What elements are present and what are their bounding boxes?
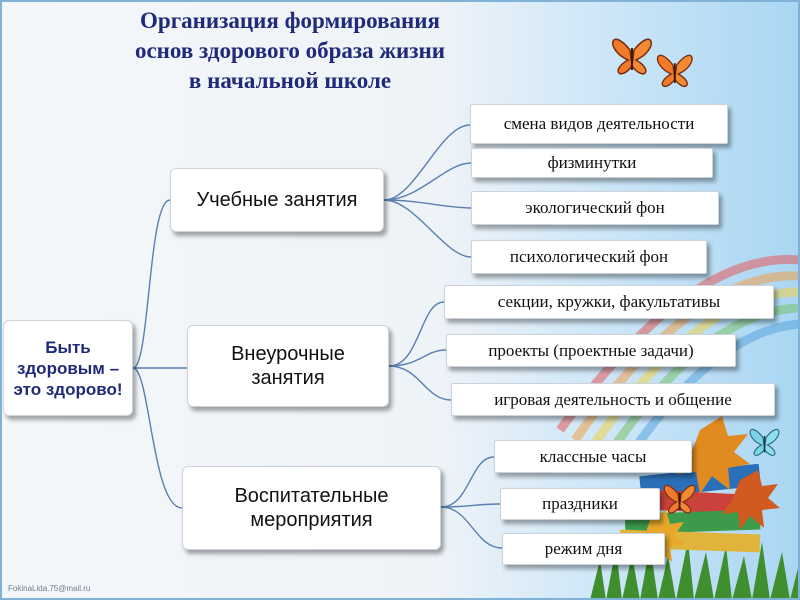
root-line-3: это здорово!: [13, 379, 123, 399]
item-box: игровая деятельность и общение: [451, 383, 775, 416]
category-box-study-lessons: Учебные занятия: [170, 168, 384, 232]
connector-cat1-item4: [383, 199, 472, 258]
connector-cat3-item3: [440, 506, 503, 549]
connector-cat1-item1: [383, 124, 471, 201]
root-box: Быть здоровым – это здорово!: [3, 320, 133, 416]
item-box: физминутки: [471, 148, 713, 178]
item-box: режим дня: [502, 533, 665, 565]
title-line-2: основ здорового образа жизни: [134, 38, 446, 63]
item-label: классные часы: [539, 446, 647, 466]
connector-cat1-item2: [383, 162, 472, 201]
item-box: классные часы: [494, 440, 692, 473]
butterfly-icon: [612, 38, 652, 75]
item-label: проекты (проектные задачи): [488, 340, 694, 360]
title-line-1: Организация формирования: [140, 8, 440, 33]
category-label-line-1: Внеурочные: [231, 343, 345, 365]
item-label: смена видов деятельности: [503, 114, 695, 133]
category-label-line-2: занятия: [251, 367, 325, 389]
item-label: режим дня: [544, 539, 623, 558]
item-box: проекты (проектные задачи): [446, 334, 736, 367]
item-box: экологический фон: [471, 191, 719, 225]
connector-cat2-item2: [388, 349, 447, 367]
footer-email: FokinaLida.75@mail.ru: [8, 584, 91, 593]
connector-cat3-item1: [440, 456, 495, 508]
item-box: смена видов деятельности: [470, 104, 728, 144]
category-box-extracurricular: Внеурочные занятия: [187, 325, 389, 407]
grass-decoration: [590, 540, 800, 600]
connector-cat1-item3: [383, 199, 472, 209]
item-label: игровая деятельность и общение: [494, 389, 732, 409]
item-box: праздники: [500, 488, 660, 520]
connector-cat2-item3: [388, 365, 452, 401]
item-label: психологический фон: [509, 247, 669, 266]
item-box: секции, кружки, факультативы: [444, 285, 774, 319]
category-box-educational-events: Воспитательные мероприятия: [182, 466, 441, 550]
item-label: физминутки: [547, 153, 637, 172]
root-line-1: Быть: [45, 337, 91, 357]
connector-cat2-item1: [388, 301, 445, 367]
root-line-2: здоровым –: [16, 358, 120, 378]
connector-root-to-category-3: [132, 367, 183, 509]
category-label-line-2: мероприятия: [250, 509, 373, 531]
category-label: Учебные занятия: [196, 189, 358, 211]
slide-title: Организация формирования основ здорового…: [60, 6, 520, 96]
butterfly-icon: [663, 484, 696, 514]
connector-root-to-category-1: [132, 199, 171, 369]
item-label: праздники: [542, 494, 618, 513]
butterfly-icon: [749, 429, 780, 456]
category-label-line-1: Воспитательные: [234, 485, 389, 507]
item-label: секции, кружки, факультативы: [497, 292, 721, 311]
item-label: экологический фон: [525, 198, 665, 217]
title-line-3: в начальной школе: [188, 68, 392, 93]
connector-cat3-item2: [440, 503, 501, 508]
butterfly-icon: [656, 54, 693, 88]
item-box: психологический фон: [471, 240, 707, 274]
